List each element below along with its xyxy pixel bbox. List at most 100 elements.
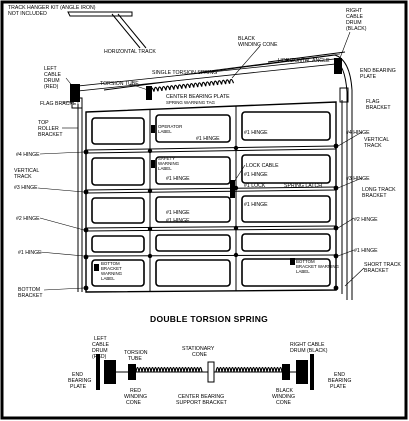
label-left-cable-drum-line4: (RED) [44,84,59,90]
operator-label-marker [151,125,155,133]
label-center-bearing-plate: CENTER BEARING PLATE [166,94,230,100]
label-hinge4-right: #4 HINGE [346,130,370,136]
label-right-cable-drum-line4: (BLACK) [346,26,367,32]
label-b-stationary-1: STATIONARY [182,346,215,352]
label-b-red-cone-2: WINDING [124,394,147,400]
red-cone-bottom [128,364,136,380]
end-plate-right-bottom [310,354,314,390]
label-hinge1-e: #1 HINGE [166,210,190,216]
label-bottom-bracket-line1: BOTTOM [18,287,40,293]
label-hinge3-right: #3 HINGE [346,176,370,182]
end-plate-left-bottom [96,354,100,390]
label-hinge1-left: #1 HINGE [18,250,42,256]
label-b-center-bracket-2: SUPPORT BRACKET [176,400,228,406]
label-top-roller-bracket-line3: BRACKET [38,132,63,138]
door-labels: TOP ROLLER BRACKET #4 HINGE VERTICAL TRA… [14,120,401,299]
label-torsion-tube: TORSION TUBE [100,81,139,87]
label-hinge4-left: #4 HINGE [16,152,40,158]
left-cable-drum [70,84,80,102]
label-vertical-track-left-line2: TRACK [14,174,32,180]
label-hinge1-b: #1 HINGE [244,130,268,136]
label-operator-line2: LABEL [158,129,172,134]
label-safety-line2: WARNING [158,161,180,166]
label-b-black-cone-3: CONE [276,400,292,406]
right-spring-bottom [215,366,283,373]
label-top-roller-bracket-line2: ROLLER [38,126,59,132]
left-drum-bottom [104,360,116,384]
label-b-stationary-2: CONE [192,352,208,358]
label-b-end-plate-left-3: PLATE [70,384,87,390]
diagram-title: DOUBLE TORSION SPRING [150,314,268,324]
label-b-right-drum-2: DRUM (BLACK) [290,348,328,354]
flag-bracket-right [339,87,349,103]
label-hinge1-d: #1 HINGE [244,172,268,178]
label-single-torsion-spring: SINGLE TORSION SPRING [152,70,217,76]
bottom-labels: LEFT CABLE DRUM (RED) TORSION TUBE END B… [68,336,351,406]
single-torsion-spring [149,78,235,93]
bottom-bracket-label-marker [94,264,99,271]
label-right-cable-drum-line2: CABLE [346,14,364,20]
label-black-winding-cone-line2: WINDING CONE [238,42,278,48]
label-b-end-plate-left-2: BEARING [68,378,91,384]
label-hinge2-left: #2 HINGE [16,216,40,222]
lock [230,180,235,198]
label-end-bearing-plate-line2: PLATE [360,74,377,80]
label-bb-warning-right-line1: BOTTOM [296,259,315,264]
label-bb-warning-right-line3: LABEL [296,269,310,274]
label-short-track-bracket-line1: SHORT TRACK [364,262,401,268]
label-hinge2-right: #2 HINGE [354,217,378,223]
label-lock-cable: LOCK CABLE [246,163,279,169]
label-flag-bracket-right-line1: FLAG [366,99,380,105]
label-right-cable-drum-line3: DRUM [346,20,362,26]
label-safety-line3: LABEL [158,166,172,171]
label-b-right-drum-1: RIGHT CABLE [290,342,325,348]
label-short-track-bracket-line2: BRACKET [364,268,389,274]
label-b-end-plate-right-1: END [334,372,345,378]
label-b-torsion-tube-1: TORSION [124,350,148,356]
label-b-torsion-tube-2: TUBE [128,356,142,362]
label-black-winding-cone-line1: BLACK [238,36,256,42]
label-track-hanger-kit-line1: TRACK HANGER KIT (ANGLE IRON) [8,5,96,11]
label-top-roller-bracket-line1: TOP [38,120,49,126]
left-spring-bottom [135,366,203,373]
label-right-cable-drum-line1: RIGHT [346,8,363,14]
label-spring-latch: SPRING LATCH [284,183,322,189]
label-b-red-cone-1: RED [130,388,141,394]
label-vertical-track-right-line2: TRACK [364,143,382,149]
label-b-end-plate-right-3: PLATE [330,384,347,390]
label-vertical-track-right-line1: VERTICAL [364,137,389,143]
label-hinge1-c: #1 HINGE [166,176,190,182]
label-long-track-bracket-line1: LONG TRACK [362,187,396,193]
track-hanger-angle [67,11,147,49]
label-b-black-cone-1: BLACK [276,388,294,394]
flag-bracket-left [71,97,83,109]
label-bb-warning-line3: WARNING [101,271,123,276]
label-b-black-cone-2: WINDING [272,394,295,400]
bottom-assembly [96,354,314,390]
right-cable-drum [334,58,342,74]
label-b-left-drum-3: DRUM [92,348,108,354]
label-hinge1-f: #1 HINGE [244,202,268,208]
label-b-center-bracket-1: CENTER BEARING [178,394,224,400]
label-bb-warning-right-line2: BRACKET WARNING [296,264,340,269]
label-bb-warning-line2: BRACKET [101,266,122,271]
label-hinge1-right: #1 HINGE [354,248,378,254]
label-bb-warning-line4: LABEL [101,276,115,281]
label-flag-bracket-left: FLAG BRACKET [40,101,80,107]
label-left-cable-drum-line2: CABLE [44,72,62,78]
label-b-end-plate-left-1: END [72,372,83,378]
label-b-left-drum-4: (RED) [92,354,107,360]
label-horizontal-angle: HORIZONTAL ANGLE [278,58,330,64]
leader-lines [37,31,365,291]
label-vertical-track-left-line1: VERTICAL [14,168,39,174]
label-bottom-bracket-line2: BRACKET [18,293,43,299]
label-spring-warning-tag: SPRING WARNING TAG [166,100,216,105]
top-labels: TRACK HANGER KIT (ANGLE IRON) NOT INCLUD… [8,5,396,111]
label-one-lock: #1 LOCK [244,183,266,189]
black-cone-bottom [282,364,290,380]
label-flag-bracket-right-line2: BRACKET [366,105,391,111]
label-hinge1-a: #1 HINGE [196,136,220,142]
label-hinge1-g: #1 HINGE [166,218,190,224]
